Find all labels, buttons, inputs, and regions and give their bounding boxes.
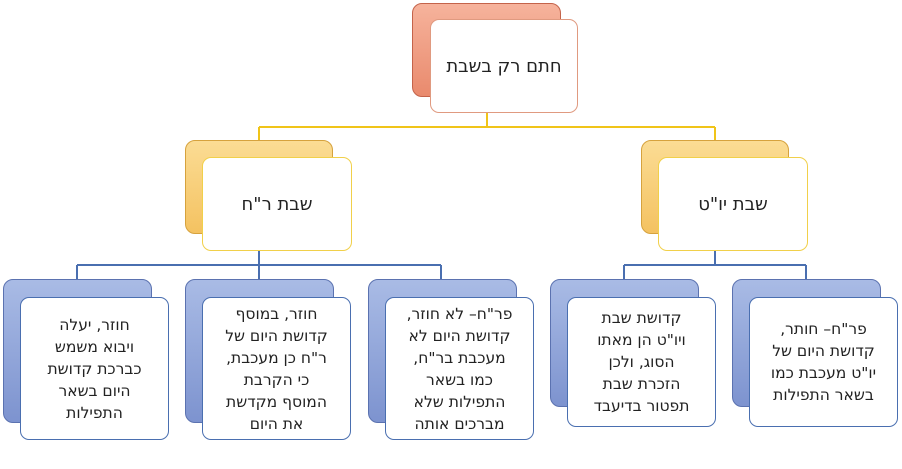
right-branch-connectors — [623, 251, 807, 280]
rosh-chodesh-node-label: שבת ר"ח — [241, 193, 313, 215]
yom-tov-opinion2-node: קדושת שבת ויו"ט הן מאתו הסוג, ולכן הזכרת… — [567, 297, 716, 427]
root-node: חתם רק בשבת — [430, 19, 578, 113]
rosh-chodesh-opinion1-node: פר"ח– לא חוזר, קדושת היום לא מעכבת בר"ח,… — [385, 297, 534, 440]
yom-tov-opinion1-node: פר"ח– חותר, קדושת היום של יו"ט מעכבת כמו… — [749, 297, 898, 427]
rosh-chodesh-opinion3-node: חוזר, יעלה ויבוא משמש כברכת קדושת היום ב… — [20, 297, 169, 440]
rosh-chodesh-node: שבת ר"ח — [202, 157, 352, 251]
root-connectors — [258, 113, 716, 141]
yom-tov-node: שבת יו"ט — [658, 157, 808, 251]
rosh-chodesh-opinion3-text: חוזר, יעלה ויבוא משמש כברכת קדושת היום ב… — [47, 315, 142, 422]
rosh-chodesh-opinion2-node: חוזר, במוסף קדושת היום של ר"ח כן מעכבת, … — [202, 297, 351, 440]
yom-tov-opinion2-text: קדושת שבת ויו"ט הן מאתו הסוג, ולכן הזכרת… — [593, 309, 690, 415]
rosh-chodesh-opinion1-text: פר"ח– לא חוזר, קדושת היום לא מעכבת בר"ח,… — [406, 304, 513, 433]
left-branch-connectors — [76, 251, 442, 280]
root-node-label: חתם רק בשבת — [446, 55, 562, 77]
yom-tov-node-label: שבת יו"ט — [698, 193, 768, 215]
rosh-chodesh-opinion2-text: חוזר, במוסף קדושת היום של ר"ח כן מעכבת, … — [225, 304, 328, 433]
yom-tov-opinion1-text: פר"ח– חותר, קדושת היום של יו"ט מעכבת כמו… — [770, 320, 877, 404]
